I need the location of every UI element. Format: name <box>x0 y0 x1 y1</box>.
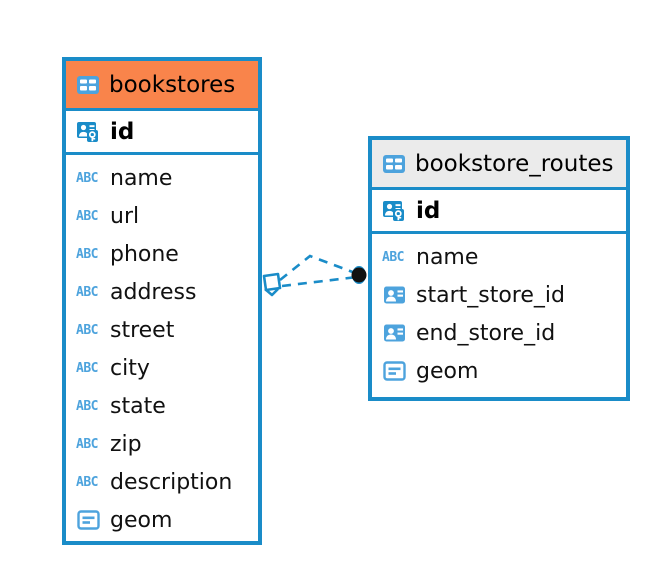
entity-table-bookstores[interactable]: bookstores id ABC <box>62 57 262 545</box>
entity-header-bookstores[interactable]: bookstores <box>66 61 258 108</box>
field-row-url[interactable]: ABC url <box>66 197 258 235</box>
entity-name-label: bookstores <box>109 71 236 98</box>
text-abc-icon: ABC <box>76 360 98 376</box>
field-row-name[interactable]: ABC name <box>372 238 626 276</box>
text-abc-icon: ABC <box>76 474 98 490</box>
relationship-line-lower <box>281 275 358 288</box>
field-label: state <box>110 393 166 419</box>
primary-key-icon <box>382 198 408 224</box>
field-row-state[interactable]: ABC state <box>66 387 258 425</box>
entity-header-bookstore-routes[interactable]: bookstore_routes <box>372 140 626 187</box>
field-label: end_store_id <box>416 320 556 346</box>
field-row-geom[interactable]: geom <box>66 501 258 539</box>
primary-key-icon <box>76 119 102 145</box>
text-abc-icon: ABC <box>76 322 98 338</box>
field-label: name <box>416 244 479 270</box>
primary-key-row-bookstore-routes[interactable]: id <box>372 187 626 234</box>
field-label: name <box>110 165 173 191</box>
geometry-icon <box>382 358 408 384</box>
field-label: url <box>110 203 140 229</box>
field-label: street <box>110 317 175 343</box>
field-label: address <box>110 279 197 305</box>
field-row-geom[interactable]: geom <box>372 352 626 390</box>
field-row-end-store-id[interactable]: end_store_id <box>372 314 626 352</box>
field-list-bookstore-routes: ABC name start_store_id <box>372 234 626 390</box>
field-label: phone <box>110 241 179 267</box>
primary-key-label: id <box>110 118 135 145</box>
field-row-start-store-id[interactable]: start_store_id <box>372 276 626 314</box>
table-icon <box>382 152 406 176</box>
table-icon <box>76 73 100 97</box>
field-row-street[interactable]: ABC street <box>66 311 258 349</box>
field-row-zip[interactable]: ABC zip <box>66 425 258 463</box>
foreign-key-icon <box>382 320 408 346</box>
text-abc-icon: ABC <box>76 436 98 452</box>
text-abc-icon: ABC <box>76 170 98 186</box>
text-abc-icon: ABC <box>382 249 404 265</box>
field-label: geom <box>110 507 173 533</box>
field-list-bookstores: ABC name ABC url ABC phone ABC address A… <box>66 155 258 539</box>
field-label: start_store_id <box>416 282 565 308</box>
field-label: description <box>110 469 233 495</box>
field-row-description[interactable]: ABC description <box>66 463 258 501</box>
field-row-address[interactable]: ABC address <box>66 273 258 311</box>
geometry-icon <box>76 507 102 533</box>
relationship-connector[interactable] <box>258 244 376 310</box>
primary-key-row-bookstores[interactable]: id <box>66 108 258 155</box>
text-abc-icon: ABC <box>76 208 98 224</box>
field-label: city <box>110 355 150 381</box>
field-row-name[interactable]: ABC name <box>66 159 258 197</box>
primary-key-label: id <box>416 197 441 224</box>
relationship-line-upper <box>279 254 359 282</box>
text-abc-icon: ABC <box>76 284 98 300</box>
diamond-marker <box>262 272 282 297</box>
field-label: geom <box>416 358 479 384</box>
field-row-city[interactable]: ABC city <box>66 349 258 387</box>
entity-table-bookstore-routes[interactable]: bookstore_routes id ABC <box>368 136 630 401</box>
text-abc-icon: ABC <box>76 398 98 414</box>
text-abc-icon: ABC <box>76 246 98 262</box>
entity-name-label: bookstore_routes <box>415 150 614 177</box>
foreign-key-icon <box>382 282 408 308</box>
field-label: zip <box>110 431 142 457</box>
filled-circle-marker <box>351 266 367 284</box>
field-row-phone[interactable]: ABC phone <box>66 235 258 273</box>
